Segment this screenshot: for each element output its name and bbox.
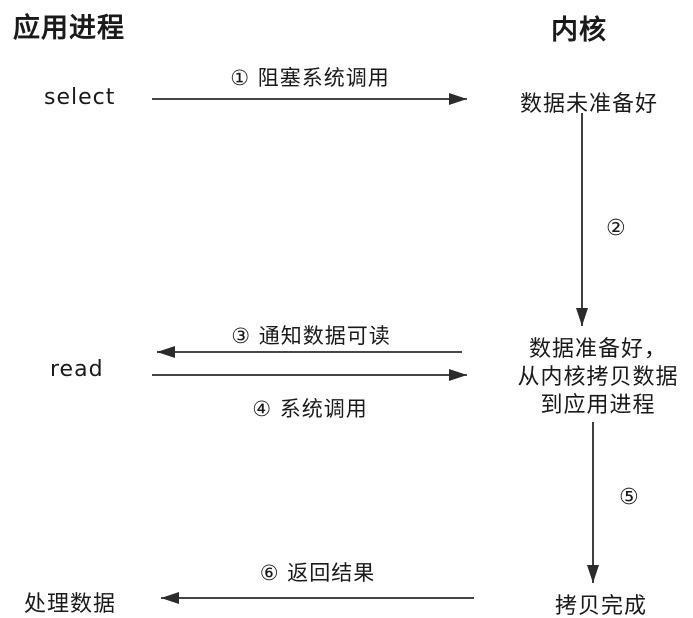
step2-label: ② [606,216,626,241]
step5-label: ⑤ [619,485,639,510]
kernel-header: 内核 [551,15,607,46]
step3-label: ③ 通知数据可读 [231,324,391,348]
kernel-state-copy-done: 拷贝完成 [554,594,647,618]
kernel-state-data-not-ready: 数据未准备好 [519,92,658,117]
step6-label: ⑥ 返回结果 [259,561,376,585]
kernel-state-data-ready-copying: 数据准备好， 从内核拷贝数据 到应用进程 [517,337,679,418]
process-data-label: 处理数据 [24,592,117,617]
select-call-label: select [44,85,116,110]
step1-label: ① 阻塞系统调用 [230,66,390,90]
read-call-label: read [50,357,104,382]
step4-label: ④ 系统调用 [252,397,368,421]
app-process-header: 应用进程 [13,13,125,44]
